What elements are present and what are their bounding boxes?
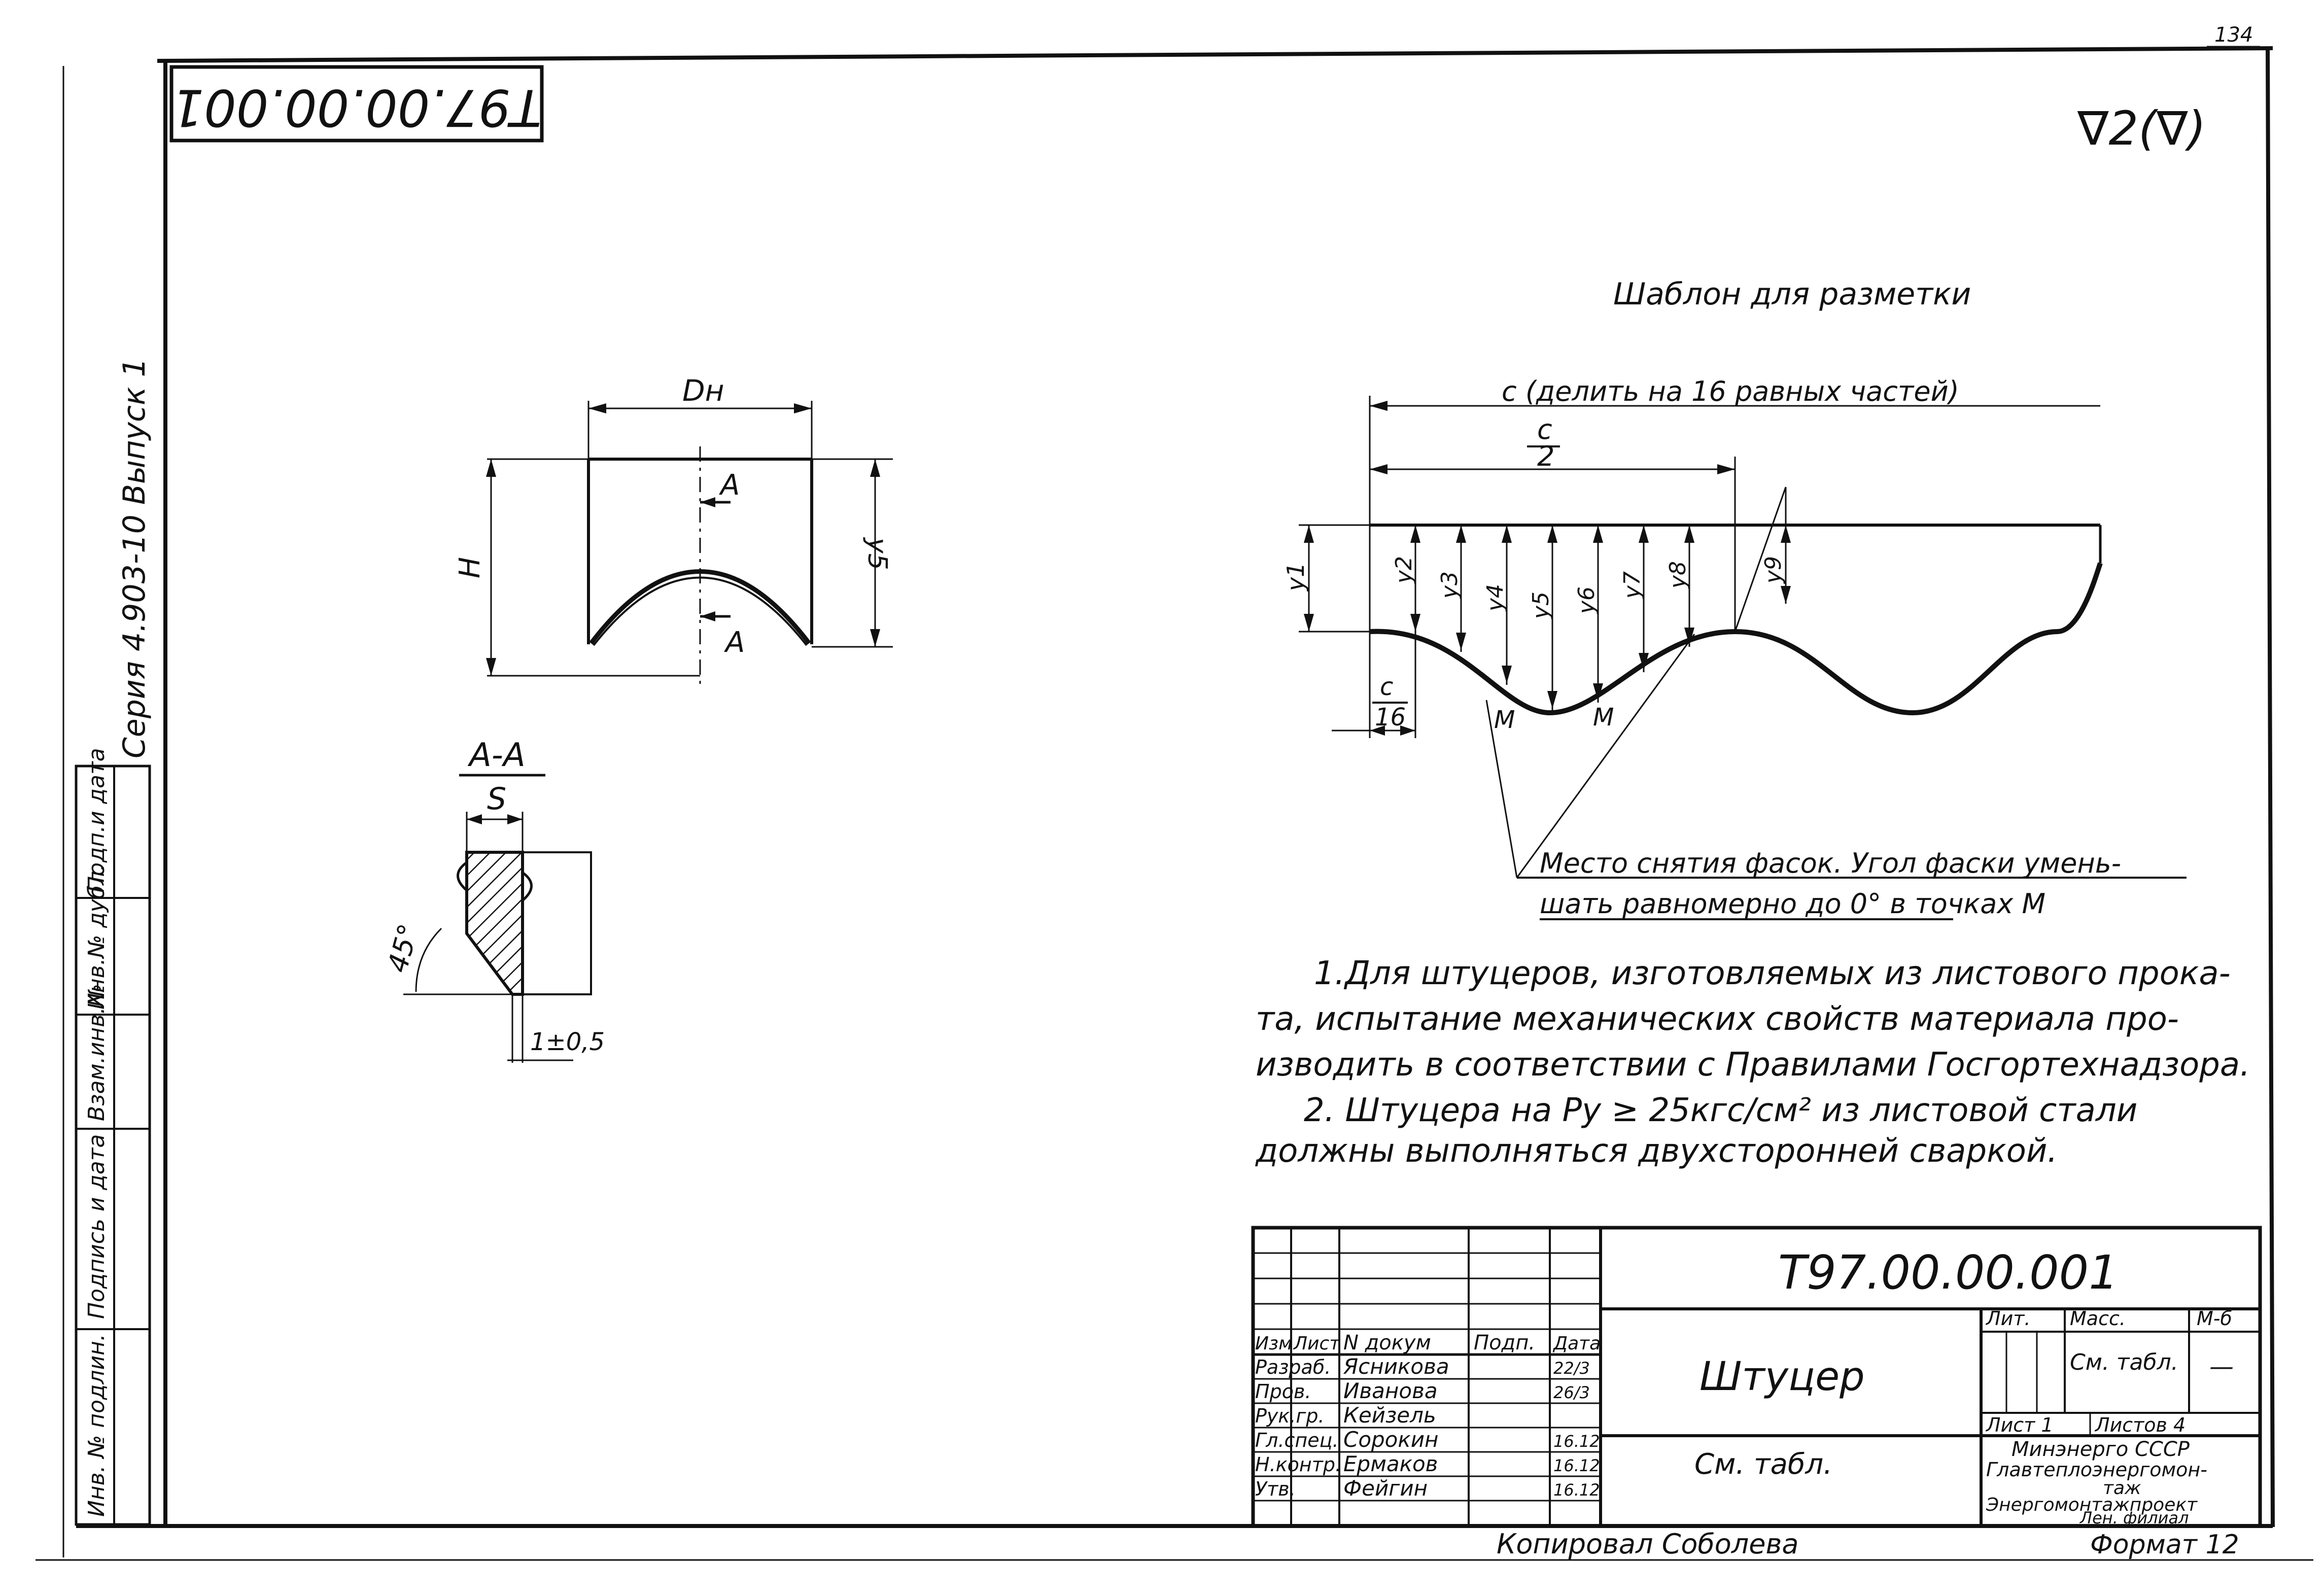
- row-date-0: 22/3: [1553, 1359, 1590, 1378]
- stamp-sign-date-2: Подп.и дата: [84, 748, 110, 893]
- title-material: См. табл.: [1694, 1448, 1832, 1481]
- section-mark-top: A: [719, 469, 740, 502]
- row-name-2: Кейзель: [1343, 1403, 1436, 1428]
- col-scale: М-б: [2197, 1307, 2232, 1330]
- note-line-3: изводить в соответствии с Правилами Госг…: [1256, 1046, 2250, 1084]
- stamp-replace-inv: Взам.инв.№: [84, 984, 110, 1121]
- top-code-mirrored: Т97.00.00.001: [171, 78, 541, 137]
- title-block: Изм Лист N докум Подп. Дата Разраб. Ясни…: [1251, 1226, 2262, 1528]
- note-line-1: 1.Для штуцеров, изготовляемых из листово…: [1314, 955, 2231, 992]
- page-number: 134: [2214, 23, 2253, 47]
- copied-by: Копировал Соболева: [1497, 1528, 1798, 1560]
- row-role-3: Гл.спец.: [1255, 1429, 1339, 1451]
- org-line-2: Главтеплоэнергомон-: [1986, 1459, 2207, 1481]
- dim-c2-denominator: 2: [1537, 440, 1554, 472]
- series-label: Серия 4.903-10 Выпуск 1: [117, 358, 152, 758]
- header-doc: N докум: [1343, 1331, 1431, 1355]
- header-list: Лист: [1293, 1333, 1340, 1354]
- dim-c16-denominator: 16: [1375, 703, 1406, 732]
- header-izm: Изм: [1255, 1333, 1292, 1354]
- dim-diameter: Dн: [682, 373, 724, 408]
- callout-line-1: Место снятия фасок. Угол фаски умень-: [1540, 847, 2121, 879]
- section-gap: 1±0,5: [530, 1028, 605, 1056]
- row-date-1: 26/3: [1553, 1383, 1590, 1402]
- dim-c-full: с (делить на 16 равных частей): [1502, 375, 1959, 407]
- ordinate-y5: y5: [1528, 592, 1554, 620]
- col-lit: Лит.: [1985, 1307, 2031, 1330]
- sheet-frame: [36, 46, 2313, 1561]
- row-role-4: Н.контр.: [1255, 1453, 1341, 1476]
- note-line-2: та, испытание механических свойств матер…: [1256, 1000, 2179, 1038]
- row-role-0: Разраб.: [1255, 1356, 1331, 1378]
- section-dim-s: S: [487, 781, 506, 817]
- title-name: Штуцер: [1699, 1354, 1865, 1400]
- note-line-5: должны выполняться двухсторонней сваркой…: [1255, 1132, 2058, 1170]
- org-line-4: Энергомонтажпроект: [1986, 1495, 2198, 1515]
- stamp-signature-date: Подпись и дата: [84, 1134, 110, 1319]
- template-title: Шаблон для разметки: [1613, 276, 1971, 312]
- header-sign: Подп.: [1474, 1331, 1535, 1355]
- dim-height: H: [454, 557, 487, 578]
- section-title: А-А: [467, 737, 526, 774]
- stamp-inv-dup: Инв.№ дубл.: [84, 864, 110, 1010]
- point-m-left: М: [1494, 706, 1515, 734]
- row-name-5: Фейгин: [1343, 1476, 1428, 1501]
- ordinate-y2: y2: [1391, 556, 1417, 584]
- side-stamp: Инв. № подлин. Подпись и дата Взам.инв.№…: [75, 358, 152, 1526]
- row-name-0: Ясникова: [1343, 1354, 1449, 1379]
- ordinate-y8: y8: [1665, 561, 1691, 589]
- org-line-3: таж: [2103, 1478, 2141, 1499]
- ordinate-y4: y4: [1482, 584, 1508, 612]
- row-name-4: Ермаков: [1343, 1451, 1438, 1476]
- row-name-3: Сорокин: [1343, 1427, 1439, 1452]
- note-line-4: 2. Штуцера на Ру ≥ 25кгс/см² из листовой…: [1304, 1092, 2137, 1129]
- ordinate-y6: y6: [1574, 586, 1600, 615]
- top-code-box: Т97.00.00.001: [169, 65, 544, 143]
- roughness-mark: ∇2(∇): [2077, 101, 2206, 156]
- section-mark-bottom: A: [724, 626, 745, 659]
- sheets-total: Листов 4: [2094, 1414, 2186, 1436]
- mass-value: См. табл.: [2070, 1349, 2178, 1375]
- ordinate-y3: y3: [1437, 571, 1463, 600]
- marking-template: Шаблон для разметки с (делить на 16 равн…: [1282, 276, 2187, 920]
- stamp-inv-original: Инв. № подлин.: [84, 1334, 110, 1517]
- format-label: Формат 12: [2090, 1530, 2239, 1560]
- org-line-1: Минэнерго СССР: [2011, 1438, 2190, 1461]
- col-mass: Масс.: [2070, 1307, 2126, 1330]
- dim-y5-main: y5: [862, 537, 892, 570]
- callout-line-2: шать равномерно до 0° в точках М: [1540, 888, 2045, 920]
- section-aa: А-А S 1±0,5 45°: [381, 737, 605, 1063]
- ordinate-y9: y9: [1760, 556, 1786, 584]
- ordinate-y7: y7: [1619, 571, 1645, 600]
- sheet-number: Лист 1: [1985, 1414, 2054, 1436]
- dim-c16-numerator: с: [1380, 673, 1393, 701]
- main-view: Dн H y5 A A: [454, 373, 893, 690]
- row-date-3: 16.12: [1553, 1432, 1600, 1451]
- row-date-4: 16.12: [1553, 1456, 1600, 1475]
- ordinate-lines: [1410, 525, 1694, 710]
- row-role-5: Утв.: [1255, 1478, 1296, 1500]
- row-role-2: Рук.гр.: [1255, 1405, 1325, 1427]
- row-date-5: 16.12: [1553, 1480, 1600, 1500]
- title-code: Т97.00.00.001: [1778, 1245, 2119, 1300]
- ordinate-y1: y1: [1282, 563, 1309, 593]
- row-name-1: Иванова: [1343, 1378, 1438, 1403]
- header-date: Дата: [1552, 1333, 1601, 1354]
- scale-value: —: [2209, 1352, 2234, 1381]
- row-role-1: Пров.: [1255, 1380, 1311, 1403]
- notes: 1.Для штуцеров, изготовляемых из листово…: [1255, 955, 2250, 1170]
- point-m-right: М: [1593, 703, 1614, 732]
- org-line-5: Лен. филиал: [2079, 1508, 2189, 1528]
- dim-c2-numerator: с: [1537, 413, 1552, 445]
